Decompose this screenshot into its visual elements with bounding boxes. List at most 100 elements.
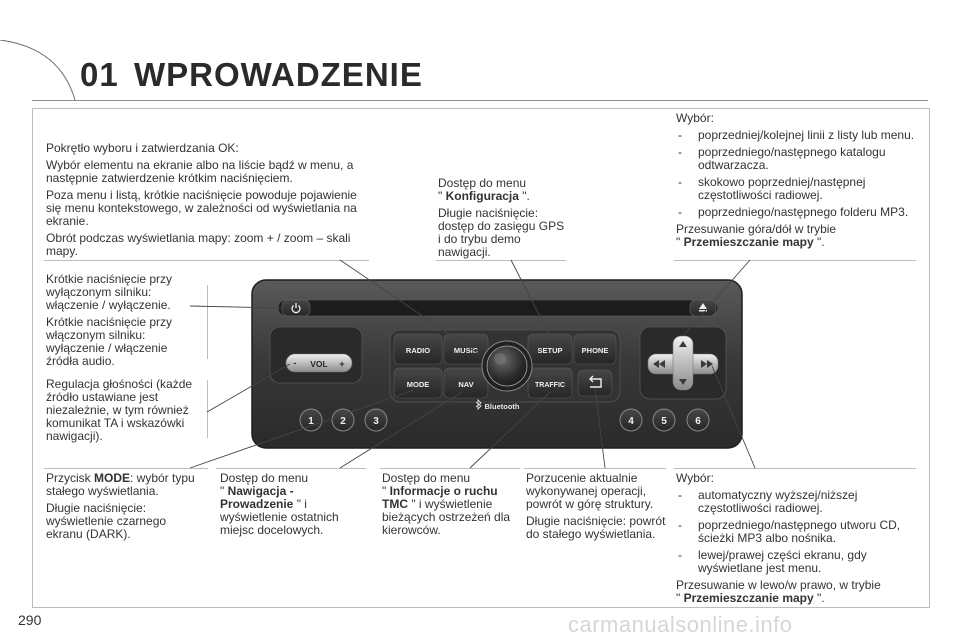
phone-label: PHONE — [582, 346, 609, 355]
divider — [380, 468, 520, 469]
mode-button — [393, 367, 443, 399]
watermark: carmanualsonline.info — [568, 612, 793, 637]
traffic-button — [527, 367, 573, 399]
back-desc-1: Porzucenie aktualnie wykonywanej operacj… — [526, 471, 654, 511]
vol-label: VOL — [310, 359, 327, 369]
preset-4-label: 4 — [628, 416, 634, 427]
divider — [44, 468, 208, 469]
nav-access: Dostęp do menu — [220, 471, 309, 485]
fast-forward-icon — [701, 360, 713, 368]
list-item: skokowo poprzedniej/następnej częstotliw… — [676, 176, 926, 202]
vol-minus-label: - — [294, 358, 297, 368]
up-down-list: poprzedniej/kolejnej linii z listy lub m… — [676, 129, 926, 220]
leader-lines — [189, 259, 756, 469]
arrow-up-icon — [679, 341, 687, 347]
list-item: poprzedniej/kolejnej linii z listy lub m… — [676, 129, 926, 143]
divider — [207, 380, 208, 438]
left-right-list: automatyczny wyższej/niższej częstotliwo… — [676, 489, 926, 575]
list-item: poprzedniego/następnego folderu MP3. — [676, 206, 926, 220]
back-arrow-icon — [589, 375, 602, 388]
nav-menu-name: Nawigacja - Prowadzenie — [220, 484, 294, 511]
setup-label: SETUP — [537, 346, 562, 355]
page-number: 290 — [18, 612, 42, 628]
divider — [216, 468, 366, 469]
setup-access: Dostęp do menu — [438, 176, 527, 190]
ok-knob-desc-3: Obrót podczas wyświetlania mapy: zoom + … — [46, 231, 351, 258]
traffic-label: TRAFFIC — [535, 382, 565, 389]
preset-buttons — [299, 408, 710, 432]
divider — [674, 468, 916, 469]
phone-button — [573, 333, 617, 365]
list-item: automatyczny wyższej/niższej częstotliwo… — [676, 489, 926, 515]
vol-plus-label: + — [339, 359, 344, 369]
header-decoration — [0, 40, 76, 101]
callout-mode: Przycisk MODE: wybór typu stałego wyświe… — [46, 472, 206, 545]
mode-label-panel: MODE — [407, 380, 430, 389]
music-label: MUSIC — [454, 346, 479, 355]
eject-icon — [699, 303, 707, 312]
list-item: lewej/prawej części ekranu, gdy wyświetl… — [676, 549, 926, 575]
traffic-access: Dostęp do menu — [382, 471, 471, 485]
traffic-menu-name: Informacje o ruchu TMC — [382, 484, 498, 511]
preset-1-button — [299, 408, 323, 432]
power-icon — [291, 303, 301, 314]
divider — [44, 260, 369, 261]
back-button — [577, 369, 613, 397]
ok-knob-heading: Pokrętło wyboru i zatwierdzania OK: — [46, 141, 239, 155]
nav-label: NAV — [458, 380, 473, 389]
callout-back: Porzucenie aktualnie wykonywanej operacj… — [526, 472, 666, 545]
mode-long-press: Długie naciśnięcie: wyświetlenie czarneg… — [46, 501, 167, 541]
callout-nav: Dostęp do menu " Nawigacja - Prowadzenie… — [220, 471, 339, 537]
radio-label: RADIO — [406, 346, 430, 355]
ok-knob-desc-1: Wybór elementu na ekranie albo na liście… — [46, 158, 354, 185]
setup-menu-name: Konfiguracja — [445, 189, 519, 203]
preset-3-label: 3 — [373, 416, 379, 427]
preset-3-button — [364, 408, 388, 432]
up-down-title: Wybór: — [676, 111, 714, 125]
ok-knob — [486, 345, 528, 387]
callout-volume: Regulacja głośności (każde źródło ustawi… — [46, 378, 208, 447]
callout-traffic: Dostęp do menu " Informacje o ruchu TMC … — [382, 471, 511, 537]
bluetooth-label: Bluetooth — [485, 402, 520, 411]
header-divider — [32, 100, 928, 101]
radio-button — [393, 333, 443, 365]
divider — [524, 468, 666, 469]
left-right-title: Wybór: — [676, 471, 714, 485]
back-desc-2: Długie naciśnięcie: powrót do stałego wy… — [526, 514, 666, 541]
bluetooth-icon — [475, 398, 482, 411]
divider — [207, 285, 208, 359]
setup-long-press: Długie naciśnięcie: dostęp do zasięgu GP… — [438, 206, 565, 259]
volume-rocker — [285, 353, 353, 373]
mode-label: MODE — [94, 471, 130, 485]
callout-ok-knob: Pokrętło wyboru i zatwierdzania OK: Wybó… — [46, 142, 371, 262]
callout-up-down: Wybór: poprzedniej/kolejnej linii z list… — [676, 112, 926, 253]
volume-desc: Regulacja głośności (każde źródło ustawi… — [46, 377, 193, 443]
power-desc-2: Krótkie naciśnięcie przy włączonym silni… — [46, 315, 173, 368]
preset-2-button — [331, 408, 355, 432]
map-move-mode: Przemieszczanie mapy — [683, 235, 814, 249]
arrow-down-icon — [679, 379, 687, 385]
up-down-move: Przesuwanie góra/dół w trybie — [676, 222, 837, 236]
setup-button — [527, 333, 573, 365]
map-move-mode: Przemieszczanie mapy — [683, 591, 814, 605]
preset-6-label: 6 — [695, 416, 701, 427]
content-frame — [32, 108, 930, 608]
list-item: poprzedniego/następnego utworu CD, ścież… — [676, 519, 926, 545]
rewind-icon — [653, 360, 665, 368]
list-item: poprzedniego/następnego katalogu odtwarz… — [676, 146, 926, 172]
ok-knob-desc-2: Poza menu i listą, krótkie naciśnięcie p… — [46, 188, 357, 228]
callout-power: Krótkie naciśnięcie przy wyłączonym siln… — [46, 273, 188, 372]
preset-6-button — [686, 408, 710, 432]
callout-setup: Dostęp do menu " Konfiguracja ". Długie … — [438, 177, 568, 263]
preset-1-label: 1 — [308, 416, 314, 427]
divider — [674, 260, 916, 261]
power-desc-1: Krótkie naciśnięcie przy wyłączonym siln… — [46, 272, 173, 312]
callout-left-right: Wybór: automatyczny wyższej/niższej częs… — [676, 472, 926, 609]
preset-2-label: 2 — [340, 416, 346, 427]
page-title: WPROWADZENIE — [134, 56, 423, 93]
preset-4-button — [619, 408, 643, 432]
preset-5-button — [652, 408, 676, 432]
divider — [436, 260, 566, 261]
chapter-number: 01 — [80, 56, 119, 93]
